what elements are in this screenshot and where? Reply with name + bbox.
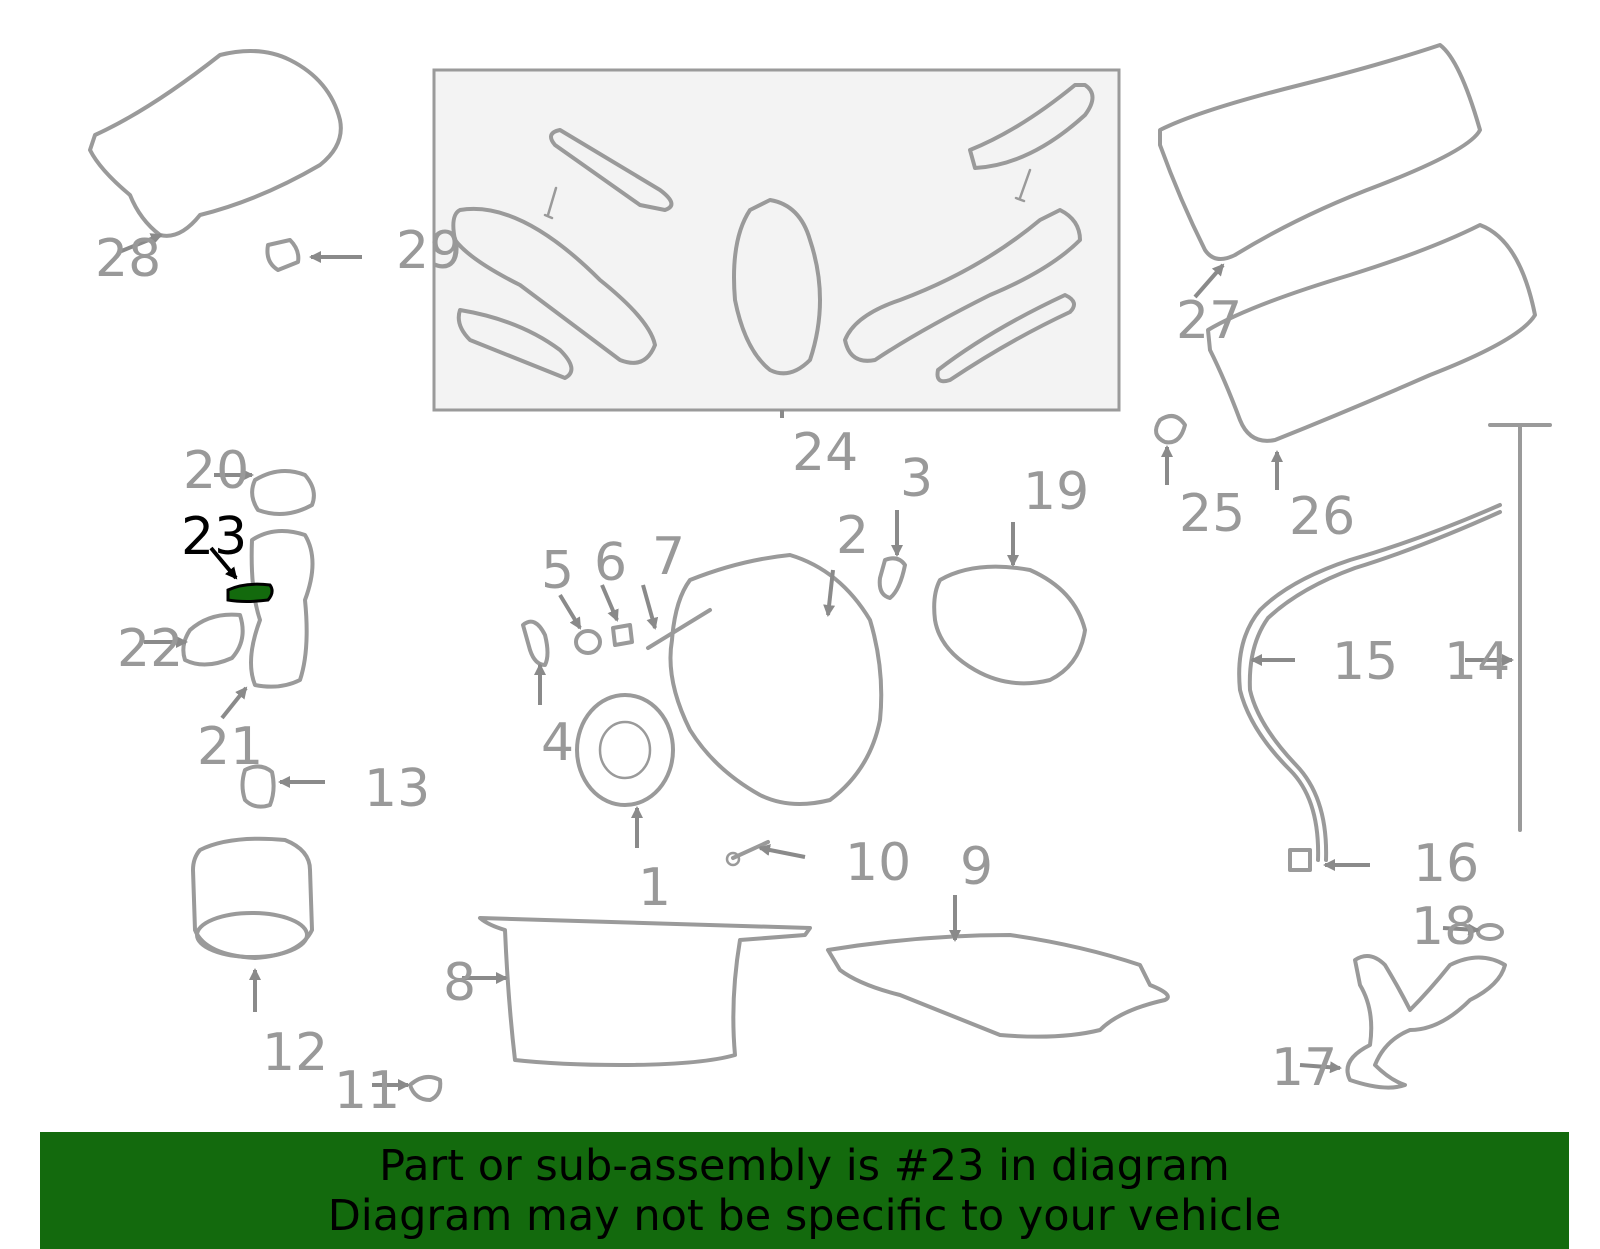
callout-27: 27 xyxy=(1176,291,1242,351)
drain-plug-11-shape xyxy=(408,1074,443,1102)
callout-18: 18 xyxy=(1411,897,1477,957)
callout-25: 25 xyxy=(1179,484,1245,544)
callout-9: 9 xyxy=(960,837,993,897)
callout-14: 14 xyxy=(1444,632,1510,692)
callout-29: 29 xyxy=(396,221,462,281)
callout-12: 12 xyxy=(262,1023,328,1083)
callout-16: 16 xyxy=(1413,834,1479,894)
bolt-10-head-shape xyxy=(725,851,741,867)
leader-arrow-23 xyxy=(209,546,238,580)
info-banner: Part or sub-assembly is #23 in diagram D… xyxy=(40,1132,1569,1249)
crank-pulley-group xyxy=(575,693,675,807)
banner-line-2: Diagram may not be specific to your vehi… xyxy=(327,1190,1282,1241)
banner-line-1: Part or sub-assembly is #23 in diagram xyxy=(379,1140,1230,1191)
callout-4: 4 xyxy=(541,713,574,773)
stud-7-shape xyxy=(646,608,712,650)
water-pump-shape xyxy=(932,564,1087,686)
oil-filter-housing-shape xyxy=(249,529,315,689)
intake-manifold-shape xyxy=(88,49,343,238)
part-3-shape xyxy=(877,556,907,600)
dipstick-shape xyxy=(1488,423,1552,832)
seal-5-shape xyxy=(574,629,602,655)
part-6-shape xyxy=(611,623,634,647)
timing-chain-kit-group xyxy=(432,68,1121,412)
oil-pickup-tube-shape xyxy=(1345,954,1507,1090)
callout-15: 15 xyxy=(1332,632,1398,692)
callout-28: 28 xyxy=(95,229,161,289)
gasket-22-shape xyxy=(181,612,245,667)
part-4-shape xyxy=(521,619,550,667)
callout-8: 8 xyxy=(443,953,476,1013)
callout-3: 3 xyxy=(900,449,933,509)
highlighted-part-23[interactable] xyxy=(226,582,274,603)
callout-23[interactable]: 23 xyxy=(181,507,247,567)
callout-7: 7 xyxy=(652,527,685,587)
callout-5: 5 xyxy=(541,541,574,601)
callout-19: 19 xyxy=(1023,462,1089,522)
callout-1: 1 xyxy=(638,858,671,918)
oil-pan-baffle-shape xyxy=(826,933,1170,1039)
timing-cover-shape xyxy=(668,553,884,806)
callout-11: 11 xyxy=(334,1061,400,1121)
valve-cover-gasket-shape xyxy=(1158,43,1482,261)
callout-24: 24 xyxy=(792,423,858,483)
part-16-shape xyxy=(1288,848,1312,872)
oil-pressure-sensor-shape xyxy=(240,764,276,809)
dipstick-tube-shape xyxy=(1237,503,1502,862)
gasket-29-shape xyxy=(265,238,301,272)
callout-21: 21 xyxy=(197,717,263,777)
callout-13: 13 xyxy=(364,759,430,819)
callout-6: 6 xyxy=(594,533,627,593)
callout-26: 26 xyxy=(1289,487,1355,547)
callout-17: 17 xyxy=(1271,1038,1337,1098)
callout-10: 10 xyxy=(845,833,911,893)
callout-20: 20 xyxy=(183,441,249,501)
callout-22: 22 xyxy=(117,619,183,679)
oil-filter-group xyxy=(191,836,314,960)
part-25-shape xyxy=(1154,414,1187,445)
callout-2: 2 xyxy=(836,506,869,566)
oil-pan-shape xyxy=(478,916,812,1067)
seal-18-shape xyxy=(1476,923,1504,941)
valve-cover-shape xyxy=(1206,223,1537,443)
leader-arrows xyxy=(118,233,1514,1091)
oil-filler-cap-shape xyxy=(250,469,316,516)
